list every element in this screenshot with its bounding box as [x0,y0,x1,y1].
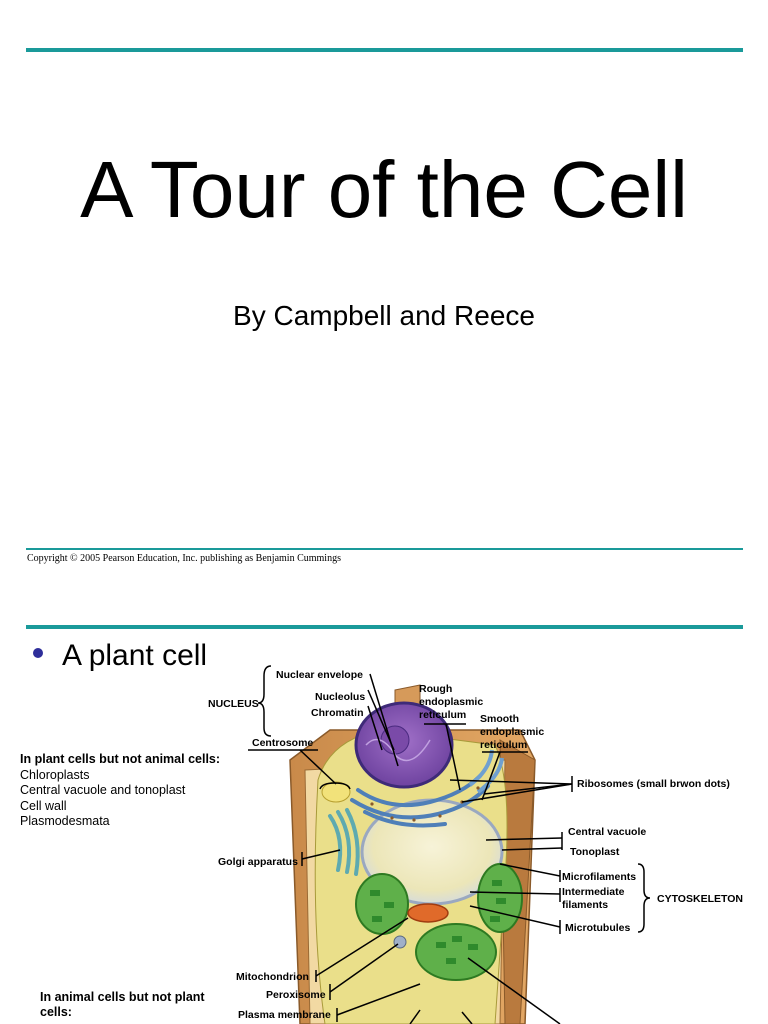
plant-only-heading: In plant cells but not animal cells: [20,752,221,766]
label-rough-er-1: Rough [419,683,452,695]
label-tonoplast: Tonoplast [570,846,620,858]
label-rough-er-2: endoplasmic [419,696,483,708]
label-plasma-membrane: Plasma membrane [238,1009,331,1021]
mitochondrion [407,903,449,923]
label-peroxisome: Peroxisome [266,989,326,1001]
chloroplast [355,863,523,981]
bullet-icon [33,648,43,658]
animal-only-list: In animal cells but not plant cells: [40,990,230,1020]
label-cytoskeleton: CYTOSKELETON [657,893,743,905]
slide-title: A Tour of the Cell [80,145,688,234]
label-microtubules: Microtubules [565,922,630,934]
leader-lines [248,665,651,1024]
label-rough-er-3: reticulum [419,709,466,721]
slide2-top-rule [26,625,743,629]
label-ribosomes: Ribosomes (small brwon dots) [577,778,730,790]
label-central-vacuole: Central vacuole [568,826,646,838]
label-microfilaments: Microfilaments [562,871,636,883]
list-item: Cell wall [20,798,67,813]
label-golgi: Golgi apparatus [218,856,298,868]
animal-only-heading: In animal cells but not plant cells: [40,990,205,1019]
label-centrosome: Centrosome [252,737,313,749]
label-nuclear-envelope: Nuclear envelope [276,669,363,681]
rough-er [350,774,490,828]
chromatin [365,738,431,762]
title-slide: A Tour of the Cell By Campbell and Reece… [26,48,743,564]
label-mitochondrion: Mitochondrion [236,971,309,983]
list-item: Chloroplasts [20,767,90,782]
label-smooth-er-1: Smooth [480,713,519,725]
copyright-notice: Copyright © 2005 Pearson Education, Inc.… [27,553,341,564]
plant-only-list: In plant cells but not animal cells: Chl… [20,752,220,830]
plant-cell-diagram: NUCLEUS Nuclear envelope Nucleolus Chrom… [208,665,743,1024]
slide-subtitle: By Campbell and Reece [233,300,535,331]
list-item: Central vacuole and tonoplast [20,783,186,797]
footer-rule [26,548,743,550]
top-rule [26,48,743,52]
label-smooth-er-2: endoplasmic [480,726,544,738]
label-intermediate-1: Intermediate [562,886,625,898]
list-item: Plasmodesmata [20,814,110,828]
label-chromatin: Chromatin [311,707,364,719]
bullet-plant-cell: A plant cell [62,639,208,672]
label-smooth-er-3: reticulum [480,739,527,751]
plant-cell-slide: A plant cell In plant cells but not anim… [0,580,768,1024]
smooth-er [468,749,504,794]
centrosome [321,781,351,803]
label-nucleus: NUCLEUS [208,698,259,710]
golgi-apparatus [328,808,360,876]
label-nucleolus: Nucleolus [315,691,365,703]
label-intermediate-2: filaments [562,899,608,911]
